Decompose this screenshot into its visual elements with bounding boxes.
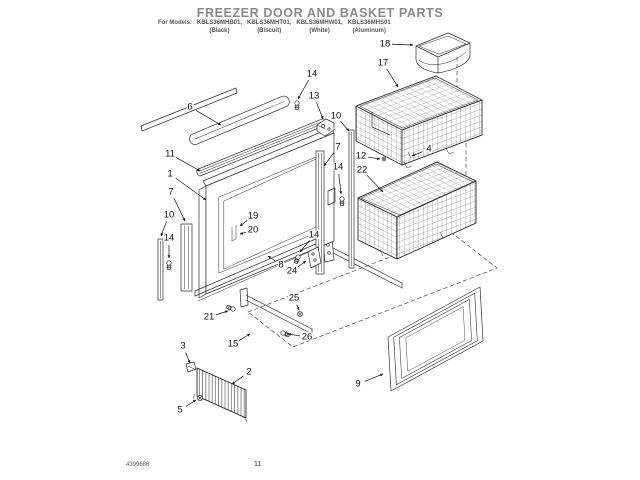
model-entry: KBLS36MHB01, (Black) — [197, 20, 242, 36]
callout-label-12: 12 — [356, 151, 367, 162]
callout-arrow-10 — [160, 221, 167, 237]
callout-label-17: 17 — [378, 58, 389, 69]
door-gasket — [387, 286, 484, 392]
callout-arrow-6 — [195, 110, 222, 126]
callout-arrow-1 — [175, 177, 207, 201]
rail-screw-25 — [297, 311, 303, 317]
callout-arrow-25 — [296, 304, 300, 311]
model-finish: (Biscuit) — [257, 27, 282, 34]
screw-14-top — [294, 100, 300, 110]
callout-arrow-7 — [323, 152, 335, 167]
doc-number: 4399686 — [126, 462, 150, 468]
door-top-trim — [196, 118, 327, 177]
callout-label-26: 26 — [302, 332, 313, 343]
callout-label-11: 11 — [165, 149, 175, 160]
callout-arrow-9 — [364, 373, 384, 382]
vent-grille — [192, 367, 248, 423]
lower-basket — [357, 161, 477, 260]
callout-arrow-8 — [267, 255, 276, 262]
callout-label-19: 19 — [248, 211, 259, 222]
model-entry: KBLS36MHW01, (White) — [296, 20, 342, 36]
door-handle — [189, 95, 290, 145]
callout-arrow-2 — [231, 375, 244, 385]
grille-screw-5 — [197, 395, 203, 401]
screw-14-left — [166, 260, 172, 270]
callout-label-20: 20 — [248, 225, 259, 236]
callout-label-7: 7 — [335, 142, 340, 153]
trim-strip-right-10 — [348, 129, 355, 269]
hinge-bracket — [316, 118, 335, 137]
model-number: KBLS36MHS01 — [347, 20, 391, 26]
callout-label-25: 25 — [289, 293, 300, 304]
callout-arrow-24 — [297, 260, 307, 268]
callout-arrow-17 — [386, 68, 399, 88]
callout-arrow-14 — [297, 79, 309, 100]
callout-arrow-7 — [173, 198, 186, 222]
callout-label-1: 1 — [167, 169, 172, 180]
callout-label-9: 9 — [355, 379, 360, 390]
callout-arrow-22 — [366, 174, 384, 193]
callout-arrow-18 — [391, 43, 414, 47]
callout-arrow-26 — [287, 333, 301, 337]
callout-label-14: 14 — [307, 69, 318, 80]
callout-label-7: 7 — [168, 187, 173, 198]
door-panel — [198, 127, 336, 299]
callout-label-10: 10 — [331, 111, 342, 122]
page-title: FREEZER DOOR AND BASKET PARTS — [196, 6, 444, 20]
page-number: 11 — [254, 461, 262, 468]
model-finish: (Black) — [209, 27, 230, 34]
callout-label-14: 14 — [164, 233, 175, 244]
screw-14-right — [339, 196, 345, 206]
rail-screw-21 — [225, 304, 237, 313]
callout-label-8: 8 — [278, 260, 283, 271]
callout-label-15: 15 — [228, 339, 239, 350]
trim-strip-left-7 — [180, 223, 193, 292]
model-number: KBLS36MHT01, — [247, 20, 292, 26]
drawer-frame-outline — [247, 232, 498, 348]
model-finish: (Aluminum) — [352, 27, 386, 34]
callout-label-4: 4 — [426, 144, 431, 155]
callout-arrow-14 — [338, 173, 343, 195]
models-label: For Models: — [158, 20, 192, 26]
callout-arrow-5 — [185, 399, 197, 407]
model-finish: (White) — [309, 27, 330, 34]
model-number: KBLS36MHB01, — [197, 20, 243, 26]
callout-label-24: 24 — [287, 266, 298, 277]
model-number: KBLS36MHW01, — [296, 20, 343, 26]
trim-strip-left-10 — [157, 238, 164, 301]
callout-arrow-14 — [299, 240, 310, 253]
callout-arrow-13 — [316, 102, 324, 120]
callout-arrow-12 — [367, 156, 381, 160]
callout-arrow-11 — [175, 157, 201, 172]
handle-trim-strip — [140, 87, 238, 132]
callout-arrow-3 — [185, 352, 191, 364]
callout-label-14: 14 — [333, 162, 344, 173]
callout-arrow-20 — [239, 231, 247, 235]
grille-clip-3 — [185, 361, 197, 373]
freezer-tray — [415, 32, 471, 74]
callout-label-2: 2 — [246, 367, 251, 378]
callout-label-10: 10 — [164, 210, 175, 221]
models-list: For Models: KBLS36MHB01, (Black) KBLS36M… — [158, 20, 391, 36]
slide-rail-left — [239, 287, 313, 335]
callout-label-14: 14 — [309, 230, 320, 241]
callout-label-18: 18 — [380, 39, 391, 50]
mounting-bracket-24 — [307, 246, 322, 269]
callout-label-3: 3 — [180, 341, 185, 352]
callout-label-21: 21 — [204, 312, 215, 323]
callout-arrow-15 — [238, 333, 251, 341]
callout-label-13: 13 — [309, 91, 320, 102]
model-entry: KBLS36MHT01, (Biscuit) — [247, 20, 291, 36]
basket-screw-12 — [381, 156, 387, 162]
callout-arrow-10 — [340, 121, 350, 132]
callout-arrow-21 — [215, 310, 229, 316]
callout-label-22: 22 — [357, 165, 368, 176]
callout-arrow-19 — [239, 219, 248, 227]
callout-label-6: 6 — [187, 102, 192, 113]
upper-basket — [355, 75, 483, 169]
model-entry: KBLS36MHS01 (Aluminum) — [348, 20, 391, 36]
callout-arrow-4 — [411, 151, 423, 157]
callout-label-5: 5 — [177, 405, 182, 416]
